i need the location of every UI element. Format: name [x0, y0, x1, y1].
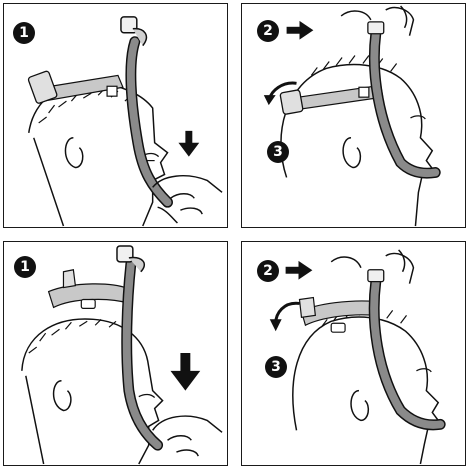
tube-frame-outline [368, 276, 446, 431]
tube-frame-outline [368, 28, 441, 179]
strap-clip [279, 89, 304, 115]
ear [350, 389, 370, 422]
hair-strokes [310, 55, 398, 76]
head-outline [292, 316, 440, 465]
strap-clip [62, 269, 77, 289]
step-badge-3: 3 [265, 356, 287, 378]
eye [138, 393, 156, 399]
step-badge-2: 2 [257, 260, 279, 282]
right-arrow-icon [285, 260, 313, 280]
strap-buckle [106, 85, 118, 97]
panel-step-1-top: 1 [3, 3, 228, 228]
step-badge: 1 [13, 22, 35, 44]
strap-clip [298, 296, 316, 318]
strap-buckle [330, 322, 346, 333]
step-badge-2: 2 [257, 20, 279, 42]
eye [416, 368, 432, 373]
eye [410, 115, 426, 120]
head-outline [21, 318, 164, 465]
hands [330, 249, 415, 284]
tube-frame [370, 29, 440, 178]
hands [340, 5, 415, 36]
strap-clip [27, 70, 58, 104]
neck-line [25, 375, 45, 465]
tube-top-connector [367, 269, 385, 283]
panel-step-2-3-top: 2 3 [241, 3, 466, 228]
panel-step-1-bottom: 1 [3, 241, 228, 466]
down-arrow-icon [178, 130, 200, 157]
strap-buckle [358, 86, 370, 98]
hair-strokes [28, 318, 130, 354]
tube-elbow [128, 256, 145, 273]
step-badge: 1 [14, 256, 36, 278]
curved-arrow-icon [269, 301, 300, 332]
panel-4-illustration [269, 249, 446, 465]
hand [152, 174, 223, 224]
tube-frame [370, 277, 445, 429]
panel-3-illustration [21, 245, 223, 465]
ear [64, 137, 84, 169]
hand [152, 415, 223, 457]
right-arrow-icon [286, 20, 314, 40]
strap-buckle [80, 298, 96, 309]
ear [342, 137, 362, 169]
ear [52, 380, 72, 412]
panel-step-2-3-bottom: 2 3 [241, 241, 466, 466]
down-arrow-icon [170, 353, 201, 391]
tube-frame [126, 37, 172, 207]
curved-arrow-icon [263, 81, 297, 106]
tube-frame [122, 259, 162, 450]
tube-elbow [132, 28, 147, 47]
panel-1-illustration [27, 16, 223, 227]
panel-2-illustration [263, 5, 441, 227]
tube-top-connector [367, 21, 385, 35]
step-badge-3: 3 [267, 141, 289, 163]
neck-line [33, 137, 65, 227]
